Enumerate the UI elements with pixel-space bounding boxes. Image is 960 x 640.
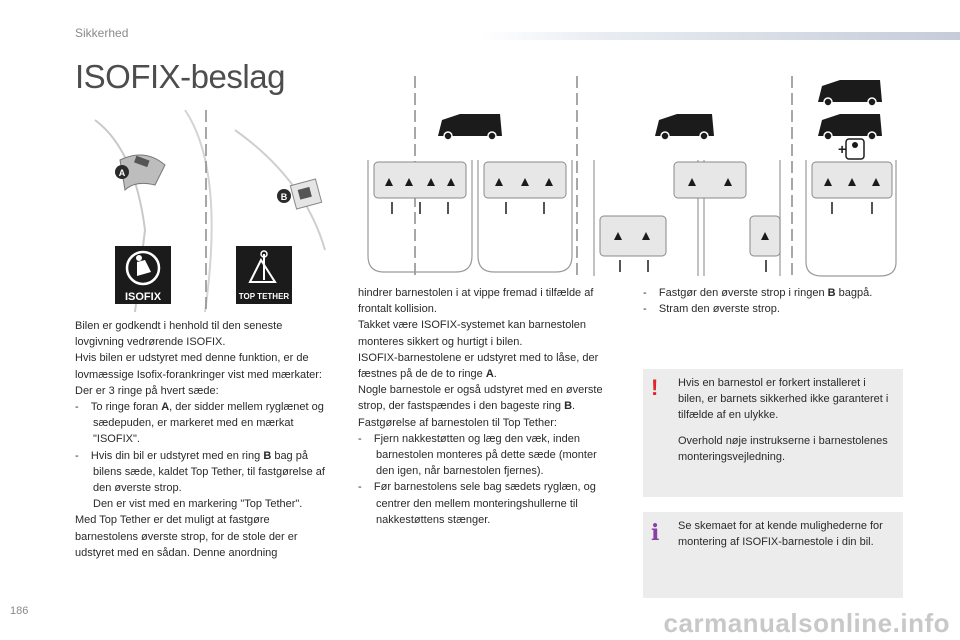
ring-a-marker: A: [115, 165, 129, 179]
text-column-2: hindrer barnestolen i at vippe fremad i …: [358, 285, 618, 528]
top-tether-sticker: TOP TETHER: [236, 246, 292, 304]
list-item-tighten: - Stram den øverste strop.: [643, 303, 780, 316]
info-box: i Se skemaet for at kende mulighederne f…: [643, 512, 903, 598]
isofix-seat-illustration: A B ISOFIX TOP TETHER: [75, 110, 337, 312]
section-title: Sikkerhed: [75, 26, 129, 40]
top-tether-paragraph: Med Top Tether er det muligt at fastgøre…: [75, 514, 298, 559]
markings-paragraph: Hvis bilen er udstyret med denne funktio…: [75, 352, 322, 381]
warning-box: ! Hvis en barnestol er forkert installer…: [643, 369, 903, 497]
ring-a-label: A: [119, 168, 126, 178]
van-icon-long-with-child: +: [818, 114, 882, 160]
list-item-headrest: - Fjern nakkestøtten og læg den væk, ind…: [358, 432, 597, 478]
text-column-1: Bilen er godkendt i henhold til den sene…: [75, 318, 333, 561]
anchor-ring-a-detail: [119, 154, 166, 192]
list-item-ring-b: - Hvis din bil er udstyret med en ring B…: [75, 449, 325, 511]
warning-text-2: Overhold nøje instrukserne i barnestolen…: [678, 434, 888, 463]
header-gradient-bar: [480, 32, 960, 40]
van-icon-medium: [655, 114, 714, 141]
benefit-paragraph: Takket være ISOFIX-systemet kan barnesto…: [358, 319, 587, 348]
locks-paragraph: ISOFIX-barnestolene er udstyret med to l…: [358, 351, 599, 381]
page-title: ISOFIX-beslag: [75, 58, 285, 95]
warning-icon: !: [651, 375, 659, 400]
info-icon: i: [651, 520, 660, 546]
upper-strap-paragraph: Nogle barnestole er også udstyret med en…: [358, 384, 603, 413]
list-item-ring-a: - To ringe foran A, der sidder mellem ry…: [75, 401, 324, 446]
rings-paragraph: Der er 3 ringe på hvert sæde:: [75, 384, 219, 397]
svg-text:+: +: [838, 141, 846, 157]
list-item-strap: - Før barnestolens sele bag sædets ryglæ…: [358, 481, 596, 526]
watermark: carmanualsonline.info: [663, 608, 950, 638]
seat-layout-diagram: +: [367, 76, 897, 278]
info-text: Se skemaet for at kende mulighederne for…: [678, 520, 883, 549]
intro-paragraph: Bilen er godkendt i henhold til den sene…: [75, 320, 283, 349]
tipping-paragraph: hindrer barnestolen i at vippe fremad i …: [358, 287, 594, 316]
warning-text-1: Hvis en barnestol er forkert installeret…: [678, 377, 889, 422]
ring-b-label: B: [281, 192, 288, 202]
anchor-ring-b-detail: [289, 178, 323, 210]
ring-b-marker: B: [277, 189, 291, 203]
van-icon-short: [438, 114, 502, 141]
page-number: 186: [10, 605, 29, 617]
list-item-attach: - Fastgør den øverste strop i ringen B b…: [643, 287, 873, 299]
isofix-sticker: ISOFIX: [115, 246, 171, 304]
fastening-heading: Fastgørelse af barnestolen til Top Tethe…: [358, 416, 557, 429]
isofix-sticker-label: ISOFIX: [125, 291, 162, 303]
text-column-3: - Fastgør den øverste strop i ringen B b…: [643, 285, 905, 317]
van-icon-long: [818, 80, 882, 107]
top-tether-sticker-label: TOP TETHER: [239, 292, 290, 301]
